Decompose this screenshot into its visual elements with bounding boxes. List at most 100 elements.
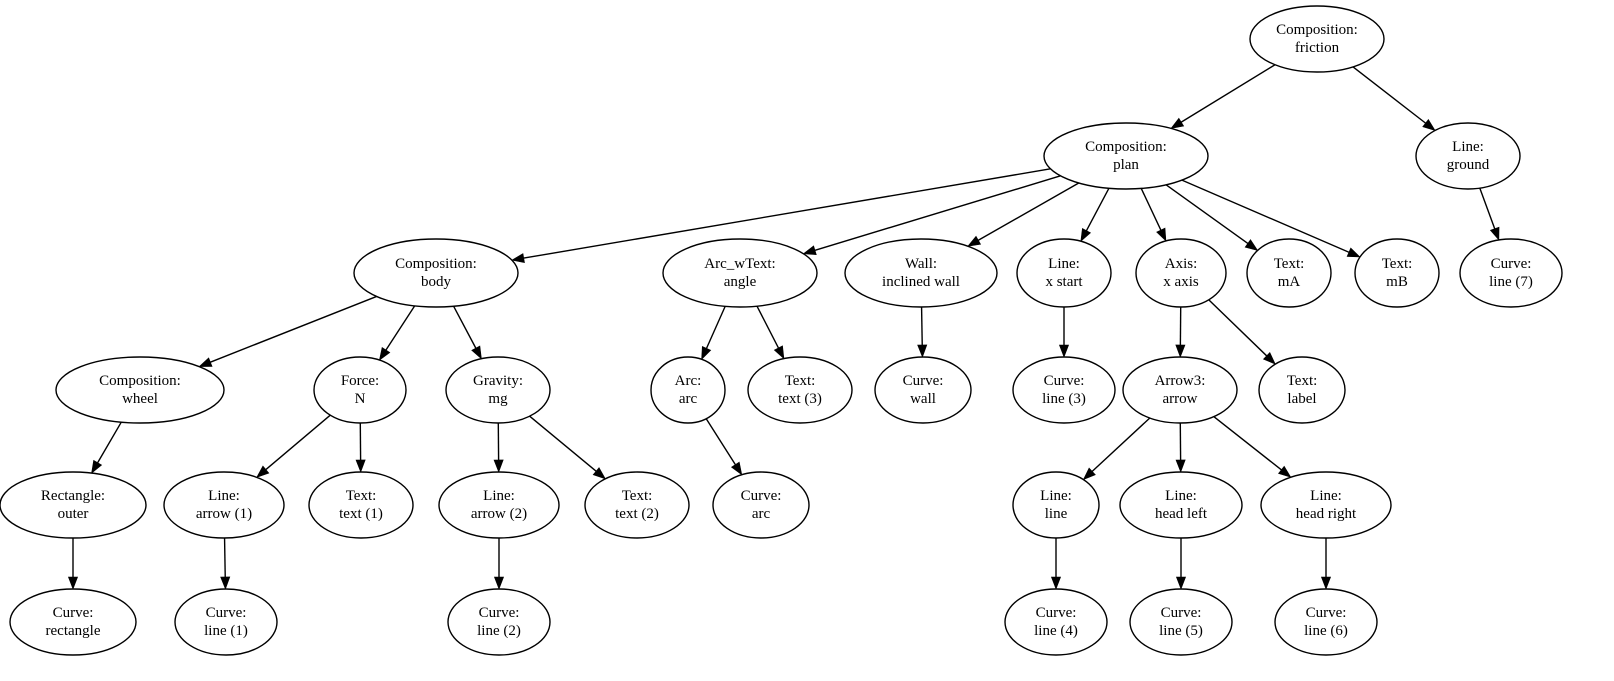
node-ellipse	[1119, 471, 1243, 539]
arrow-head-icon	[1175, 459, 1186, 473]
node-label: Composition:body	[395, 256, 477, 290]
graph-node-curvearc[interactable]: Curve:arc	[712, 471, 810, 539]
node-label: Line: head right	[1296, 488, 1357, 522]
nodes-layer: Composition:frictionComposition:planLine…	[0, 5, 1563, 656]
graph-node-mA[interactable]: Text: mA	[1246, 238, 1332, 308]
graph-node-xaxis[interactable]: Axis:x axis	[1135, 238, 1227, 308]
graph-node-arc[interactable]: Arc:arc	[650, 356, 726, 424]
graph-node-gravitymg[interactable]: Gravity: mg	[445, 356, 551, 424]
node-label: Axis:x axis	[1163, 256, 1199, 290]
graph-node-inclinedwall[interactable]: Wall:inclined wall	[844, 238, 998, 308]
graph-node-headleft[interactable]: Line:head left	[1119, 471, 1243, 539]
node-label: Line:arrow (2)	[471, 488, 527, 522]
node-label-line1: Rectangle:	[41, 488, 105, 504]
graph-node-line6[interactable]: Curve:line (6)	[1274, 588, 1378, 656]
arrow-head-icon	[91, 459, 103, 474]
node-label-line1: Line:	[1310, 488, 1342, 504]
graph-node-ground[interactable]: Line:ground	[1415, 122, 1521, 190]
graph-node-text3[interactable]: Text:text (3)	[747, 356, 853, 424]
node-label-line1: Arc_wText:	[704, 256, 775, 272]
node-label-line1: Composition:	[395, 256, 477, 272]
node-label-line1: Arc:	[675, 373, 702, 389]
node-ellipse	[55, 356, 225, 424]
node-label: Gravity: mg	[473, 373, 523, 407]
graph-node-wheel[interactable]: Composition:wheel	[55, 356, 225, 424]
node-ellipse	[174, 588, 278, 656]
node-label: Text: text (2)	[615, 488, 659, 522]
arrow-head-icon	[802, 245, 817, 256]
graph-node-arrow1[interactable]: Line:arrow (1)	[163, 471, 285, 539]
graph-node-line5[interactable]: Curve:line (5)	[1129, 588, 1233, 656]
arrow-head-icon	[917, 344, 928, 358]
graph-node-body[interactable]: Composition:body	[353, 238, 519, 308]
node-ellipse	[1135, 238, 1227, 308]
node-ellipse	[1012, 471, 1100, 539]
graph-node-outer[interactable]: Rectangle:outer	[0, 471, 147, 539]
node-label-line1: Line:	[1452, 139, 1484, 155]
graph-edge	[529, 415, 597, 472]
graph-node-line7[interactable]: Curve:line (7)	[1459, 238, 1563, 308]
graph-node-line3[interactable]: Curve:line (3)	[1012, 356, 1116, 424]
graph-edge	[385, 305, 416, 351]
node-label-line2: text (1)	[339, 506, 383, 522]
node-ellipse	[712, 471, 810, 539]
node-label: Curve:line (3)	[1042, 373, 1086, 407]
graph-node-curvewall[interactable]: Curve:wall	[874, 356, 972, 424]
node-label-line2: arrow (1)	[196, 506, 252, 522]
node-ellipse	[1260, 471, 1392, 539]
node-ellipse	[874, 356, 972, 424]
graph-node-line1[interactable]: Curve:line (1)	[174, 588, 278, 656]
node-ellipse	[662, 238, 818, 308]
node-label-line2: plan	[1113, 157, 1139, 173]
node-label-line1: Line:	[1165, 488, 1197, 504]
node-label-line2: head right	[1296, 506, 1357, 522]
arrow-head-icon	[220, 576, 231, 590]
graph-edge	[523, 168, 1051, 259]
graph-edge	[452, 305, 477, 349]
graph-node-arrow3[interactable]: Arrow3:arrow	[1122, 356, 1238, 424]
node-label-line1: Text:	[1382, 256, 1413, 272]
node-label-line2: mA	[1278, 274, 1301, 290]
graph-node-angle[interactable]: Arc_wText:angle	[662, 238, 818, 308]
node-ellipse	[1129, 588, 1233, 656]
node-label-line1: Composition:	[1085, 139, 1167, 155]
graph-node-rectangle[interactable]: Curve:rectangle	[9, 588, 137, 656]
node-ellipse	[9, 588, 137, 656]
node-label-line2: wall	[910, 391, 936, 407]
graph-edge	[814, 175, 1061, 251]
node-label-line1: Text:	[1274, 256, 1305, 272]
graph-node-text2[interactable]: Text: text (2)	[584, 471, 690, 539]
node-ellipse	[1258, 356, 1346, 424]
node-label-line2: text (2)	[615, 506, 659, 522]
graph-node-arrow2[interactable]: Line:arrow (2)	[438, 471, 560, 539]
node-label-line2: line (4)	[1034, 623, 1078, 639]
arrow-head-icon	[493, 576, 505, 590]
node-label: Force:N	[341, 373, 379, 407]
node-ellipse	[313, 356, 407, 424]
node-label: Rectangle:outer	[41, 488, 105, 522]
node-label-line2: angle	[724, 274, 757, 290]
node-label: Text:label	[1287, 373, 1318, 407]
node-label-line1: Text:	[622, 488, 653, 504]
graph-node-plan[interactable]: Composition: plan	[1043, 122, 1209, 190]
node-label-line2: rectangle	[46, 623, 101, 639]
graph-node-xstart[interactable]: Line:x start	[1016, 238, 1112, 308]
arrow-head-icon	[67, 576, 79, 590]
graph-node-text1[interactable]: Text: text (1)	[308, 471, 414, 539]
graph-node-label[interactable]: Text:label	[1258, 356, 1346, 424]
graph-node-line2[interactable]: Curve:line (2)	[447, 588, 551, 656]
graph-node-line4[interactable]: Curve:line (4)	[1004, 588, 1108, 656]
node-label: Text:text (3)	[778, 373, 822, 407]
node-ellipse	[1415, 122, 1521, 190]
graph-node-friction[interactable]: Composition:friction	[1249, 5, 1385, 73]
node-label-line1: Text:	[346, 488, 377, 504]
graph-edge	[1479, 187, 1496, 229]
graph-node-headright[interactable]: Line: head right	[1260, 471, 1392, 539]
graph-node-mB[interactable]: Text:mB	[1354, 238, 1440, 308]
node-label-line2: text (3)	[778, 391, 822, 407]
graph-node-lineline[interactable]: Line:line	[1012, 471, 1100, 539]
node-label-line2: mg	[488, 391, 508, 407]
node-label: Line:line	[1040, 488, 1072, 522]
node-label-line1: Gravity:	[473, 373, 523, 389]
graph-node-forceN[interactable]: Force:N	[313, 356, 407, 424]
